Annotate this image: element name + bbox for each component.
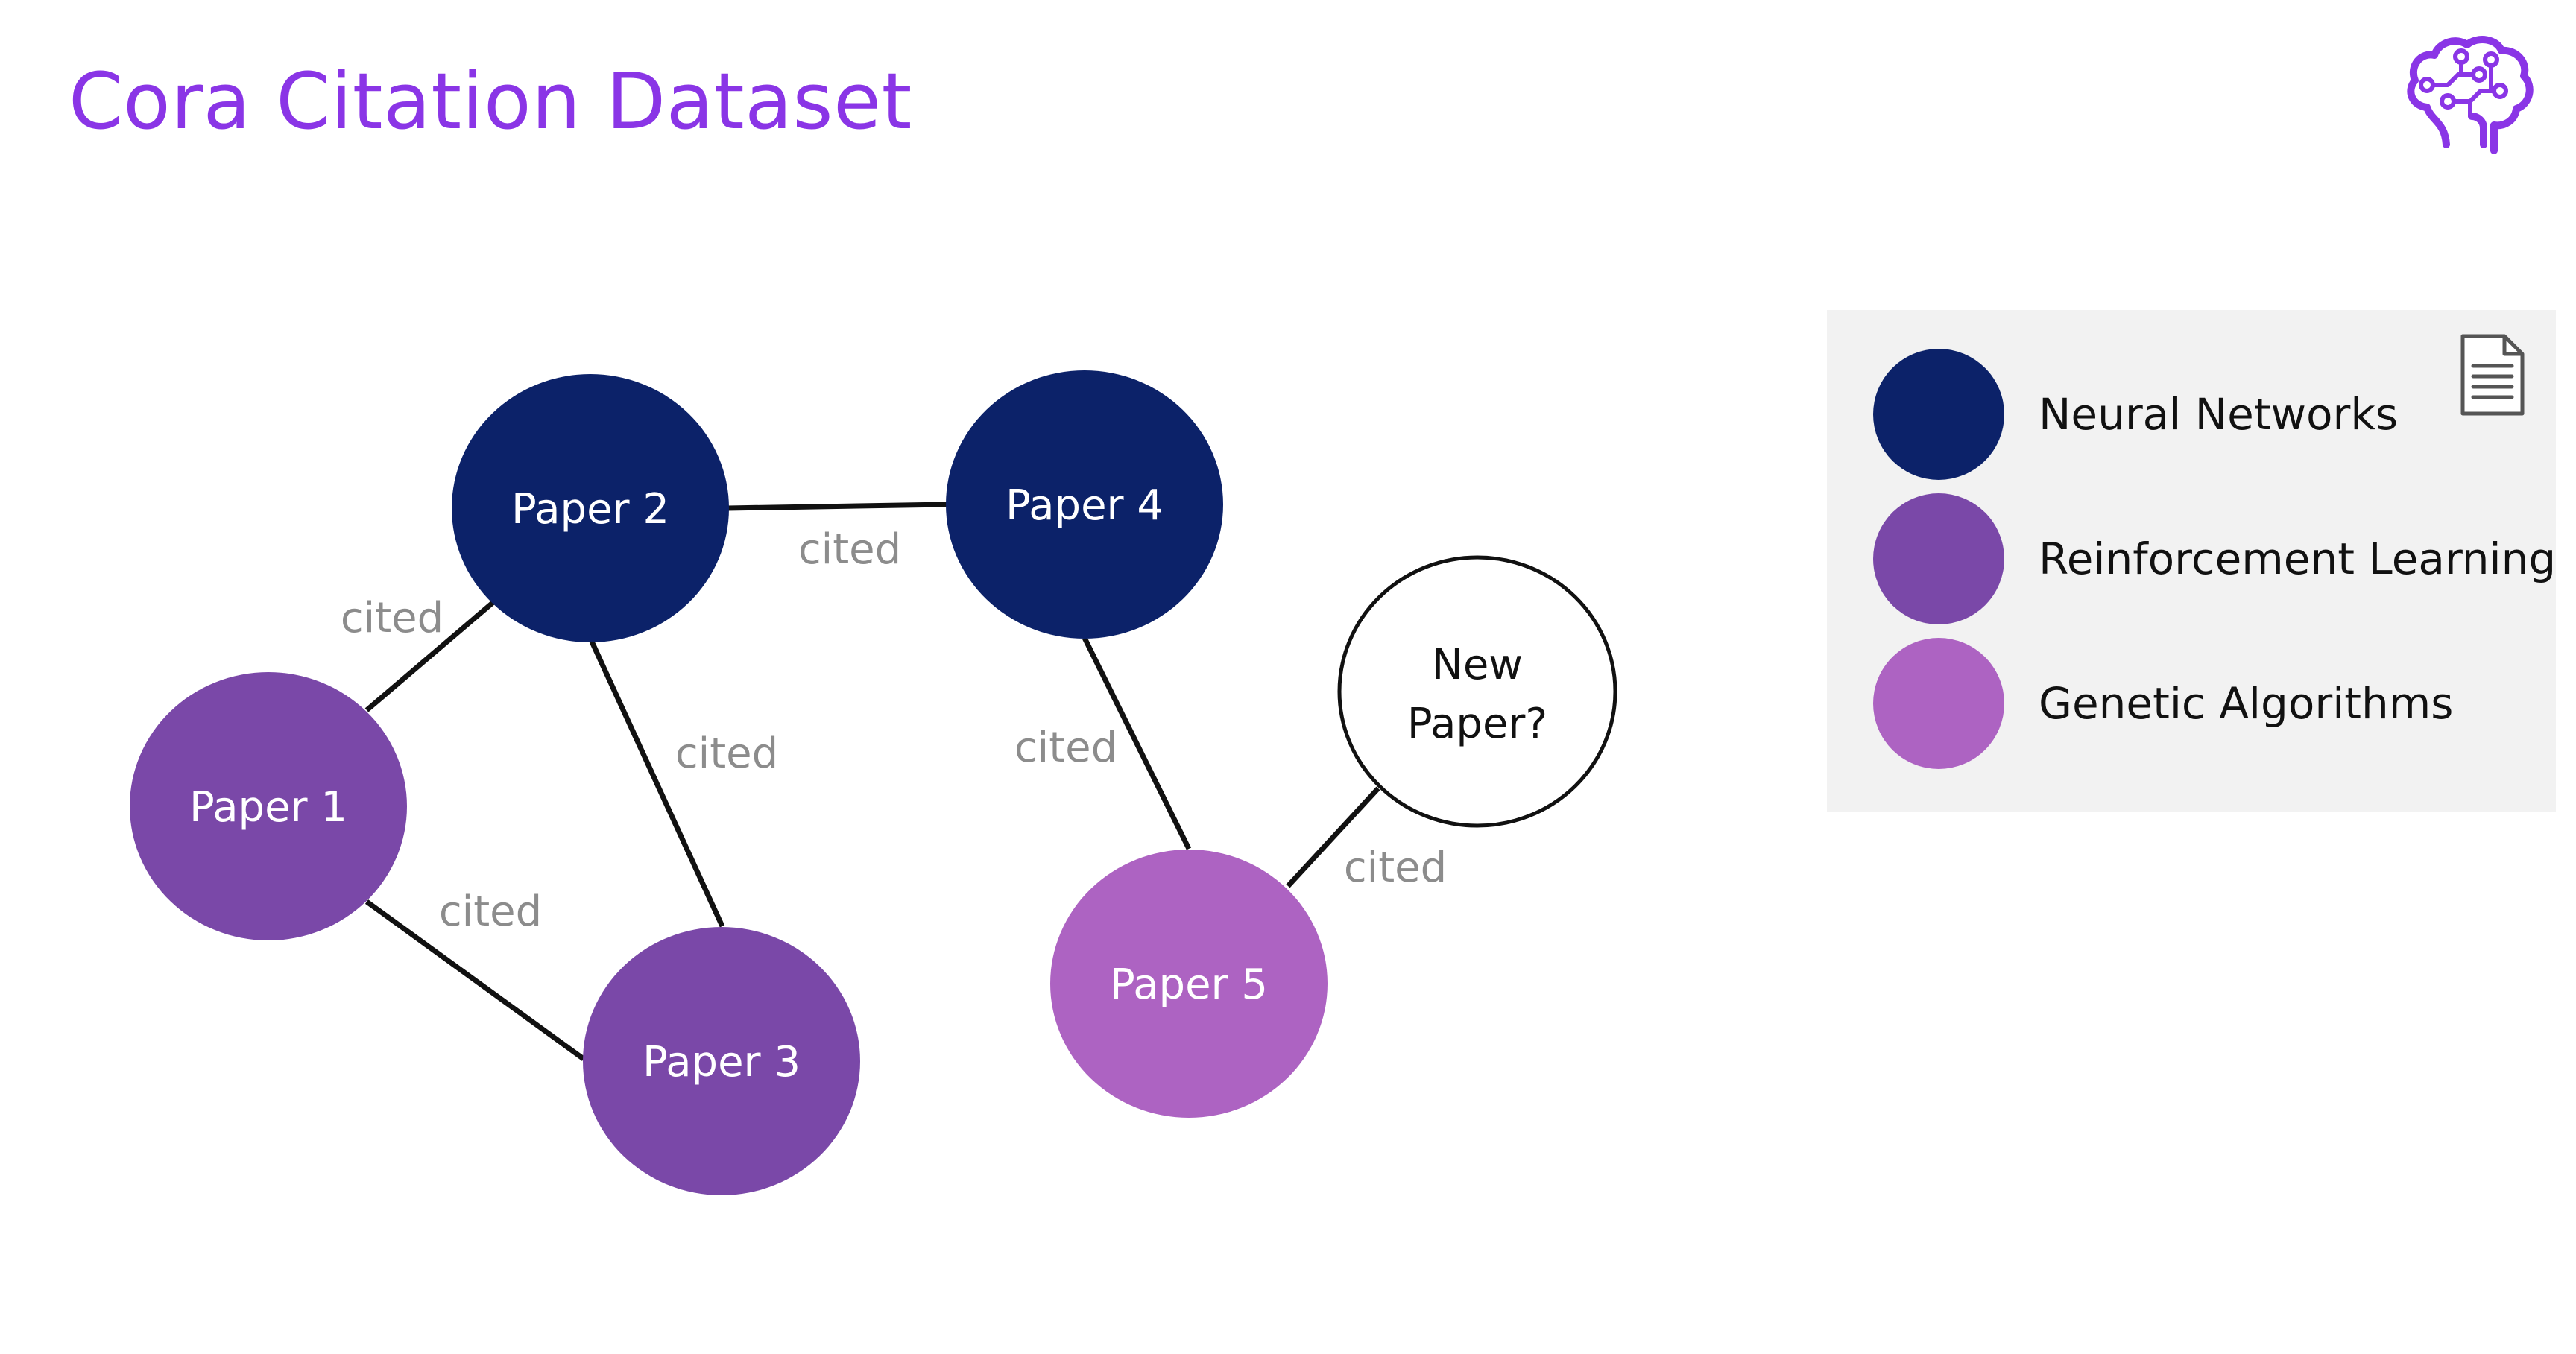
edge-paper5-new (1286, 786, 1380, 888)
edge-paper4-paper5 (1082, 636, 1192, 850)
document-icon (2460, 334, 2525, 416)
node-paper3-label: Paper 3 (643, 1038, 801, 1086)
legend-item-reinforcement-learning: Reinforcement Learning (1873, 493, 2556, 624)
node-paper4-circle (946, 370, 1223, 639)
legend-item-genetic-algorithms: Genetic Algorithms (1873, 638, 2454, 769)
legend-label-neural-networks: Neural Networks (2039, 389, 2399, 440)
edge-paper2-paper3 (589, 640, 725, 928)
legend-swatch-reinforcement-learning (1873, 493, 2004, 624)
edge-labels-layer: cited cited cited cited cited cited (341, 525, 1447, 936)
node-paper4: Paper 4 (946, 370, 1223, 639)
node-paper5: Paper 5 (1050, 850, 1328, 1118)
node-paper3: Paper 3 (583, 927, 860, 1195)
edge-label-paper2-paper3: cited (675, 730, 778, 778)
legend-swatch-genetic-algorithms (1873, 638, 2004, 769)
node-new-paper: New Paper? (1337, 555, 1617, 828)
node-paper2-circle (452, 374, 729, 642)
node-new-paper-circle (1337, 555, 1617, 828)
edge-label-paper2-paper4: cited (798, 525, 901, 574)
node-paper1-circle (130, 672, 407, 940)
nodes-layer: Paper 1 Paper 2 Paper 3 Paper 4 Paper 5 … (130, 370, 1617, 1195)
brain-circuit-icon (2407, 36, 2534, 154)
legend-label-genetic-algorithms: Genetic Algorithms (2039, 678, 2454, 729)
edge-label-paper5-new: cited (1344, 844, 1447, 892)
edges-layer (364, 502, 1380, 1061)
legend-panel: Neural Networks Reinforcement Learning G… (1827, 310, 2556, 812)
node-paper4-label: Paper 4 (1006, 481, 1164, 530)
edge-label-paper4-paper5: cited (1014, 724, 1117, 772)
legend-label-reinforcement-learning: Reinforcement Learning (2039, 534, 2557, 584)
legend-swatch-neural-networks (1873, 349, 2004, 480)
edge-paper2-paper4 (727, 502, 947, 511)
node-new-paper-label-line-2: Paper? (1407, 700, 1547, 748)
node-paper1-label: Paper 1 (189, 783, 347, 832)
legend-item-neural-networks: Neural Networks (1873, 349, 2398, 480)
node-paper5-label: Paper 5 (1110, 961, 1268, 1009)
edge-paper1-paper2 (364, 600, 496, 712)
node-paper3-circle (583, 927, 860, 1195)
node-paper1: Paper 1 (130, 672, 407, 940)
node-paper2-label: Paper 2 (511, 485, 669, 534)
node-paper2: Paper 2 (452, 374, 729, 642)
slide-title: Cora Citation Dataset (69, 56, 912, 147)
edge-label-paper1-paper3: cited (439, 888, 542, 936)
node-paper5-circle (1050, 850, 1328, 1118)
edge-label-paper1-paper2: cited (341, 594, 443, 642)
edge-paper1-paper3 (364, 899, 586, 1061)
node-new-paper-label-line-1: New (1432, 641, 1523, 689)
